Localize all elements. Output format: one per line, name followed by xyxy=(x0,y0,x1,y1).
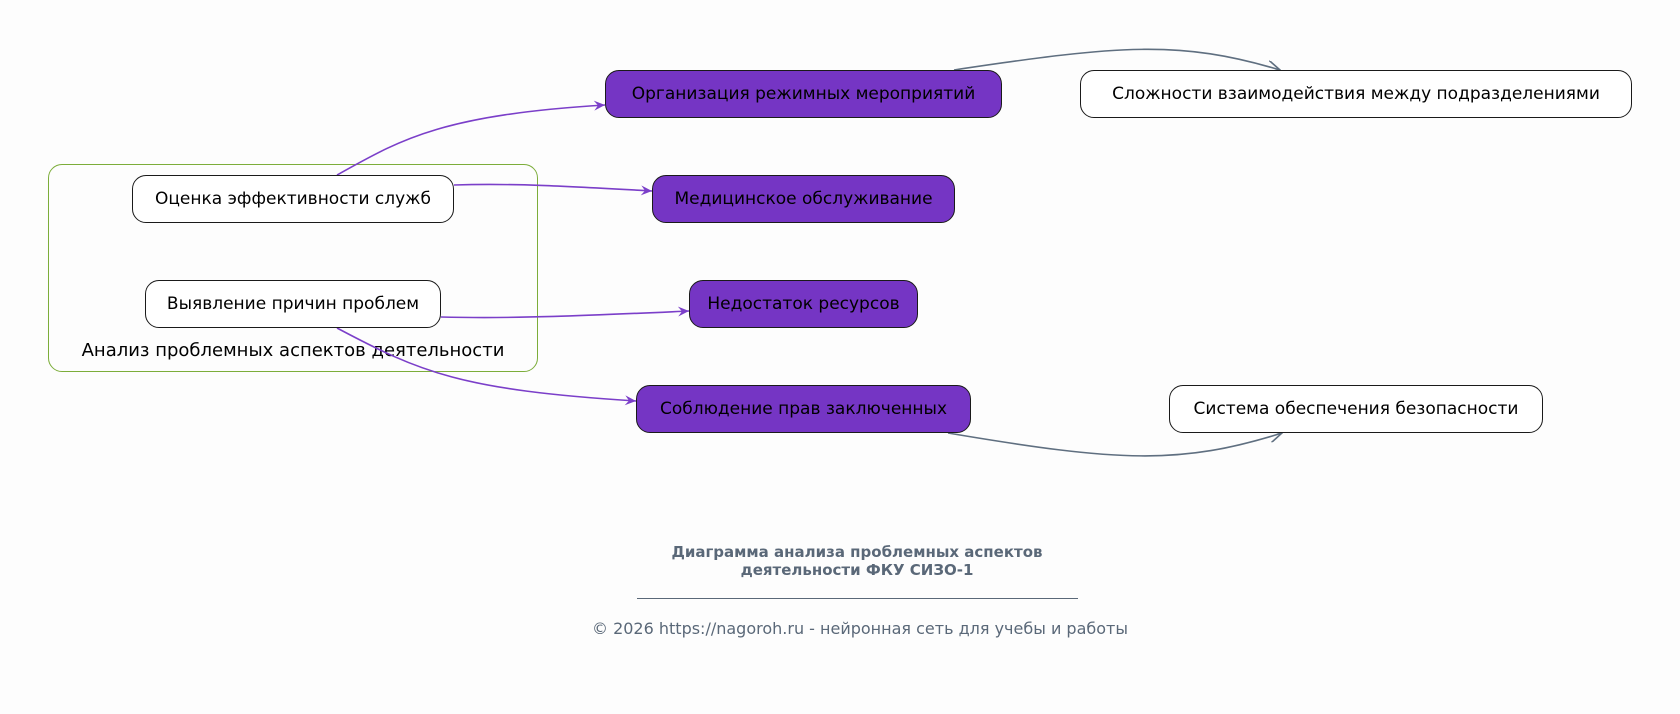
node-rights[interactable]: Соблюдение прав заключенных xyxy=(636,385,971,433)
node-evaluation[interactable]: Оценка эффективности служб xyxy=(132,175,454,223)
title-line-1: Диаграмма анализа проблемных аспектов xyxy=(671,543,1043,561)
edge-evaluation-medical xyxy=(453,183,653,196)
title-divider xyxy=(637,598,1078,599)
edge-evaluation-regime xyxy=(336,100,606,176)
node-causes[interactable]: Выявление причин проблем xyxy=(145,280,441,328)
node-security[interactable]: Система обеспечения безопасности xyxy=(1169,385,1543,433)
node-interaction[interactable]: Сложности взаимодействия между подраздел… xyxy=(1080,70,1632,118)
node-medical[interactable]: Медицинское обслуживание xyxy=(652,175,955,223)
cluster-analysis xyxy=(48,164,538,372)
node-regime[interactable]: Организация режимных мероприятий xyxy=(605,70,1002,118)
edge-rights-security xyxy=(947,433,1282,457)
node-resources[interactable]: Недостаток ресурсов xyxy=(689,280,918,328)
edge-regime-interaction xyxy=(953,48,1280,70)
edge-causes-rights xyxy=(336,327,637,406)
diagram-title: Диаграмма анализа проблемных аспектов де… xyxy=(557,543,1157,579)
footer-copyright: © 2026 https://nagoroh.ru - нейронная се… xyxy=(591,619,1128,638)
edge-causes-resources xyxy=(440,306,690,319)
title-line-2: деятельности ФКУ СИЗО-1 xyxy=(740,561,974,579)
cluster-label: Анализ проблемных аспектов деятельности xyxy=(81,340,505,361)
